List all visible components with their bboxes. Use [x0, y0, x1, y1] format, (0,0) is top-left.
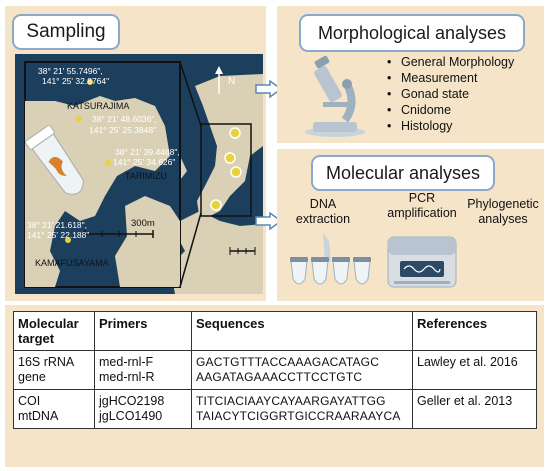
header-primers: Primers	[94, 311, 192, 351]
morphological-list: General Morphology Measurement Gonad sta…	[387, 54, 514, 134]
inset-land-north	[25, 96, 170, 287]
site-coord: 38° 21' 21.618",	[27, 220, 87, 230]
site-coord: 38° 21' 55.7496",	[38, 66, 103, 76]
site-label-4: 38° 21' 21.618", 141° 25' 22.188" KAMAFU…	[27, 220, 109, 268]
site-coord: 141° 25' 25.3848"	[89, 125, 156, 135]
header-sequences: Sequences	[191, 311, 413, 351]
inset-site-marker	[76, 116, 82, 122]
pcr-tubes-icon	[290, 233, 371, 285]
cell-reference: Geller et al. 2013	[412, 389, 537, 429]
morph-item: Cnidome	[387, 102, 514, 118]
overview-site-marker	[229, 127, 241, 139]
sample-tube-illustration	[25, 124, 84, 195]
inset-site-marker	[65, 237, 71, 243]
inset-site-marker	[105, 160, 111, 166]
morph-item: General Morphology	[387, 54, 514, 70]
site-name: TARIMIZU	[125, 171, 167, 181]
site-name: KAMAFUSAYAMA	[35, 258, 109, 268]
pcr-machine-icon	[387, 236, 457, 288]
table-header-row: Molecular target Primers Sequences Refer…	[13, 311, 537, 351]
zoom-line-bottom	[179, 212, 202, 288]
site-coord: 38° 21' 39.4488",	[115, 147, 180, 157]
morph-item: Gonad state	[387, 86, 514, 102]
inset-land-east	[115, 196, 180, 287]
cell-primers: med-rnl-F med-rnl-R	[94, 350, 192, 390]
site-label-2: KATSURAJIMA 38° 21' 48.6036", 141° 25' 2…	[67, 101, 157, 135]
zoom-target-rect	[200, 123, 252, 217]
site-label-3: 38° 21' 39.4488", 141° 25' 34.626" TARIM…	[113, 147, 180, 181]
overview-site-marker	[210, 199, 222, 211]
step-dna-extraction: DNA extraction	[295, 197, 351, 226]
molecular-title: Molecular analyses	[311, 155, 495, 191]
site-coord: 38° 21' 48.6036",	[92, 114, 157, 124]
scale-label: 300m	[131, 218, 155, 229]
cell-target: COI mtDNA	[13, 389, 95, 429]
overview-site-marker	[230, 166, 242, 178]
land-south	[170, 211, 263, 294]
inset-site-marker	[87, 79, 93, 85]
cell-reference: Lawley et al. 2016	[412, 350, 537, 390]
cell-sequences: GACTGTTTACCAAAGACATAGC AAGATAGAAACCTTCCT…	[191, 350, 413, 390]
cell-sequences: TITCIACIAAYCAYAARGAYATTGG TAIACYTCIGGRTG…	[191, 389, 413, 429]
sampling-title: Sampling	[12, 14, 120, 50]
overview-site-marker	[224, 152, 236, 164]
cell-primers: jgHCO2198 jgLCO1490	[94, 389, 192, 429]
primer-table: Molecular target Primers Sequences Refer…	[13, 311, 537, 429]
land-mainland	[195, 74, 263, 221]
site-coord: 141° 25' 22.188"	[27, 230, 89, 240]
site-coord: 141° 25' 34.626"	[113, 157, 175, 167]
cell-target: 16S rRNA gene	[13, 350, 95, 390]
sampling-map: N 300m 38° 21' 55.7496", 141° 25' 32.876…	[15, 54, 263, 294]
sampling-panel: Sampling N	[5, 6, 266, 301]
morph-item: Histology	[387, 118, 514, 134]
zoom-line-top	[179, 61, 202, 127]
morphological-title: Morphological analyses	[299, 14, 525, 52]
header-references: References	[412, 311, 537, 351]
north-arrowhead	[215, 66, 223, 74]
morph-item: Measurement	[387, 70, 514, 86]
site-name: KATSURAJIMA	[67, 101, 129, 111]
step-phylogenetic: Phylogenetic analyses	[467, 197, 539, 226]
primer-table-panel: Molecular target Primers Sequences Refer…	[5, 305, 544, 467]
table-row: COI mtDNA jgHCO2198 jgLCO1490 TITCIACIAA…	[13, 389, 537, 429]
site-coord: 141° 25' 32.8764"	[42, 76, 109, 86]
arrow-to-mol	[255, 212, 283, 230]
site-label-1: 38° 21' 55.7496", 141° 25' 32.8764"	[38, 66, 109, 86]
header-molecular-target: Molecular target	[13, 311, 95, 351]
north-label: N	[228, 76, 235, 87]
overview-site-markers	[210, 127, 242, 211]
microscope-icon	[305, 55, 365, 137]
molecular-panel: Molecular analyses DNA extraction PCR am…	[277, 149, 544, 301]
step-pcr: PCR amplification	[387, 191, 457, 220]
table-row: 16S rRNA gene med-rnl-F med-rnl-R GACTGT…	[13, 350, 537, 390]
arrow-to-morph	[255, 80, 283, 98]
morphological-panel: Morphological analyses General Morpholog…	[277, 6, 544, 143]
